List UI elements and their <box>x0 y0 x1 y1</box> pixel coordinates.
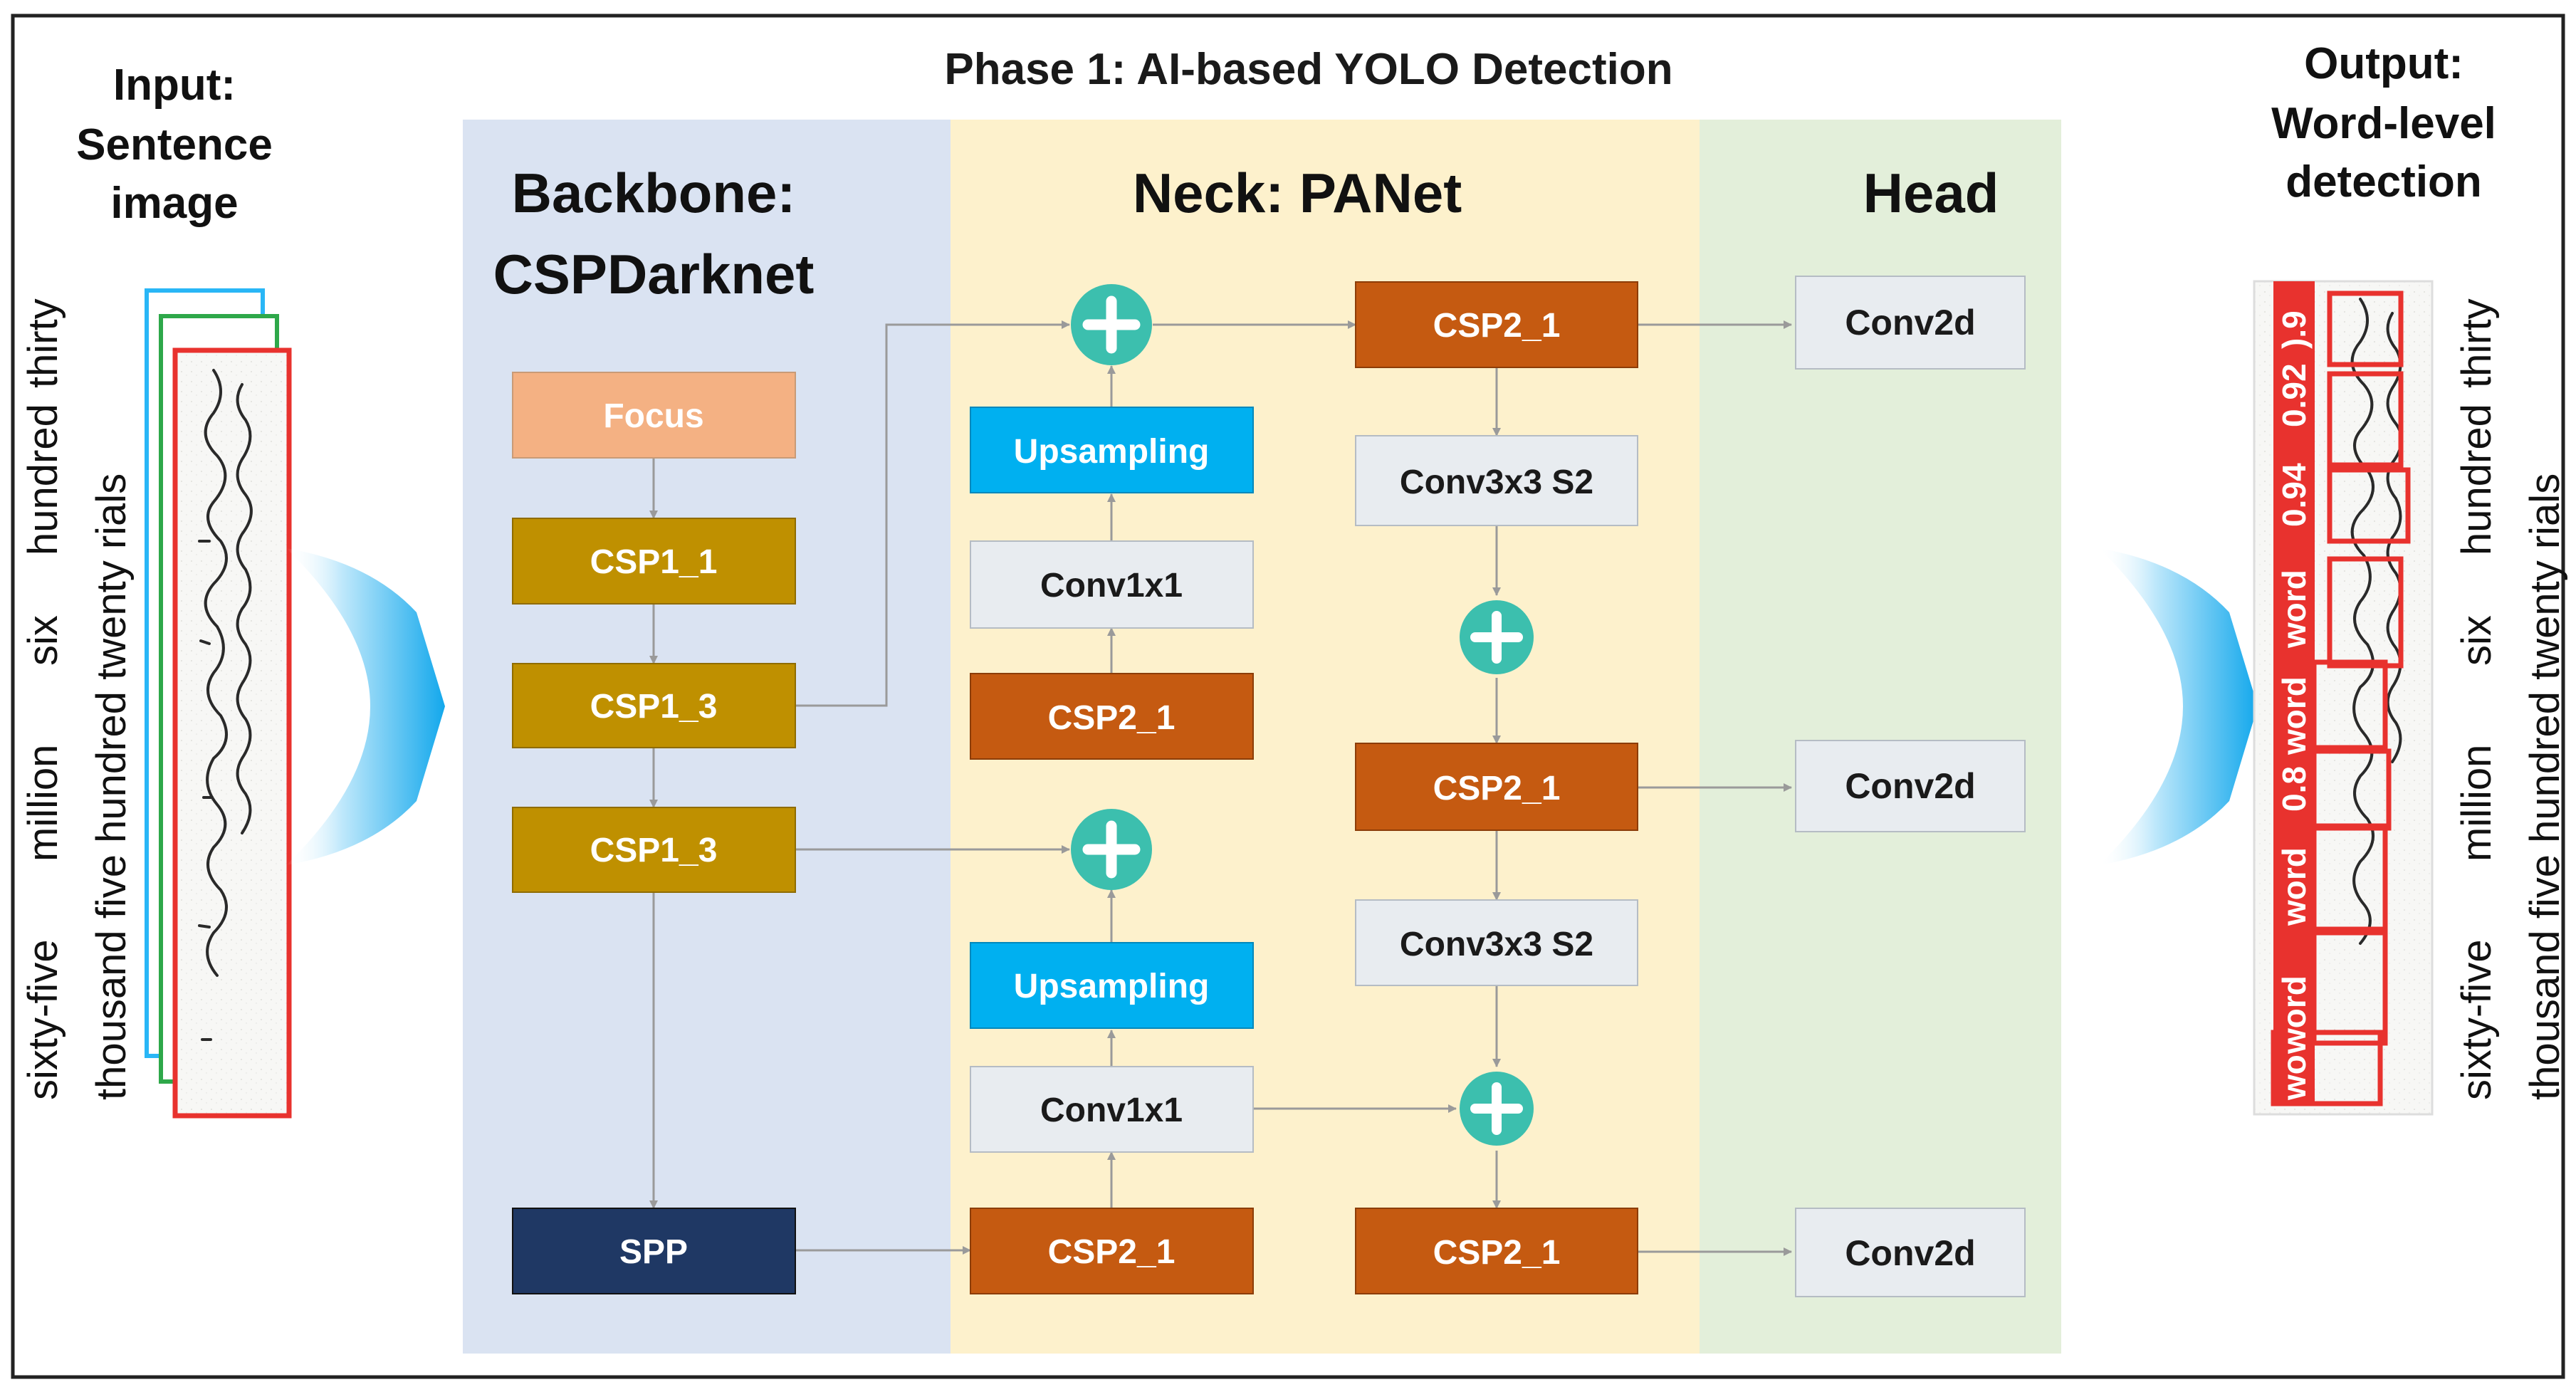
conv2d-label-top: Conv2d <box>1845 303 1975 342</box>
conv2d-block-middle: Conv2d <box>1795 740 2026 832</box>
csp2-1-label-pan-bottom: CSP2_1 <box>1433 1234 1561 1272</box>
input-word-million: million <box>20 745 66 862</box>
head-heading: Head <box>1863 162 1999 224</box>
neck-heading: Neck: PANet <box>1133 162 1462 224</box>
input-flow-arrow <box>286 548 445 865</box>
output-label-line2: Word-level <box>2271 99 2496 148</box>
output-word-thirty: thirty <box>2454 298 2500 388</box>
conv1x1-label-bottom: Conv1x1 <box>1040 1092 1183 1129</box>
upsampling-label-top: Upsampling <box>1014 433 1210 471</box>
csp2-1-label-neck-top: CSP2_1 <box>1048 699 1176 737</box>
plus-node-neck-middle <box>1071 809 1152 890</box>
conv2d-block-bottom: Conv2d <box>1795 1208 2026 1297</box>
detection-label-strip <box>2273 281 2315 1104</box>
input-word-thirty: thirty <box>20 298 66 388</box>
output-word-sixty-five: sixty-five <box>2454 939 2500 1100</box>
conv1x1-block-top: Conv1x1 <box>970 540 1254 629</box>
input-word-six: six <box>20 615 66 666</box>
focus-label: Focus <box>603 397 703 435</box>
conv2d-label-bottom: Conv2d <box>1845 1233 1975 1273</box>
output-flow-arrow <box>2099 548 2258 865</box>
detection-label-9: ).9 <box>2276 310 2313 349</box>
csp1-3-block-top: CSP1_3 <box>512 663 796 748</box>
upsampling-block-bottom: Upsampling <box>970 942 1254 1029</box>
connectors <box>649 320 1792 1256</box>
plus-icon <box>1082 295 1141 354</box>
detection-label-7: 0.94 <box>2276 463 2313 527</box>
csp2-1-block-neck-bottom: CSP2_1 <box>970 1208 1254 1294</box>
detection-box <box>2327 291 2404 367</box>
detection-label-4: 0.8 <box>2276 766 2313 812</box>
input-transcript: sixty-five million six hundred thirty th… <box>20 298 135 1100</box>
upsampling-label-bottom: Upsampling <box>1014 968 1210 1005</box>
output-label-line1: Output: <box>2304 39 2464 88</box>
input-word-sixty-five: sixty-five <box>20 939 66 1100</box>
plus-node-pan-top <box>1460 600 1534 674</box>
conv1x1-block-bottom: Conv1x1 <box>970 1066 1254 1153</box>
input-transcript-line2: thousand five hundred twenty rials <box>88 473 135 1100</box>
spp-block: SPP <box>512 1208 796 1294</box>
upsampling-block-top: Upsampling <box>970 407 1254 493</box>
diagram-title: Phase 1: AI-based YOLO Detection <box>944 45 1672 94</box>
output-label-line3: detection <box>2286 157 2482 206</box>
backbone-heading-line2: CSPDarknet <box>493 243 815 305</box>
detection-box <box>2327 556 2404 669</box>
csp1-3-label-bottom: CSP1_3 <box>590 832 718 869</box>
conv3x3-block-top: Conv3x3 S2 <box>1355 435 1638 526</box>
detection-box <box>2327 467 2411 544</box>
csp2-1-label-pan-middle: CSP2_1 <box>1433 770 1561 807</box>
input-label-line3: image <box>110 179 238 228</box>
detection-label-8: 0.92 <box>2276 363 2313 427</box>
csp1-1-label: CSP1_1 <box>590 543 718 581</box>
detection-box <box>2327 371 2404 468</box>
output-word-hundred: hundred <box>2454 404 2500 555</box>
detection-label-2: word <box>2276 975 2313 1055</box>
spp-label: SPP <box>619 1233 688 1271</box>
csp1-3-label-top: CSP1_3 <box>590 688 718 726</box>
plus-node-neck-top <box>1071 284 1152 365</box>
csp2-1-block-pan-top: CSP2_1 <box>1355 281 1638 368</box>
output-word-six: six <box>2454 615 2500 666</box>
backbone-heading-line1: Backbone: <box>512 162 796 224</box>
conv1x1-label-top: Conv1x1 <box>1040 567 1183 605</box>
detection-labels: wo word word 0.8 word word 0.94 0.92 ).9 <box>2273 281 2315 1104</box>
csp2-1-block-pan-bottom: CSP2_1 <box>1355 1208 1638 1294</box>
detection-label-1: wo <box>2276 1055 2313 1101</box>
plus-icon <box>1470 1082 1523 1135</box>
plus-node-pan-bottom <box>1460 1072 1534 1146</box>
input-image-front <box>172 347 292 1119</box>
conv2d-block-top: Conv2d <box>1795 276 2026 370</box>
output-word-million: million <box>2454 745 2500 862</box>
input-word-hundred: hundred <box>20 404 66 555</box>
conv3x3-label-top: Conv3x3 S2 <box>1400 464 1593 501</box>
plus-icon <box>1470 611 1523 664</box>
input-handwriting <box>198 369 253 1041</box>
detection-label-3: word <box>2276 847 2313 926</box>
detection-label-6: word <box>2276 570 2313 649</box>
csp1-1-block: CSP1_1 <box>512 518 796 605</box>
csp2-1-label-neck-bottom: CSP2_1 <box>1048 1233 1176 1271</box>
input-label-line2: Sentence <box>76 120 273 169</box>
input-label-line1: Input: <box>113 61 236 110</box>
focus-block: Focus <box>512 372 796 459</box>
output-transcript-line2: thousand five hundred twenty rials <box>2522 473 2568 1100</box>
conv3x3-block-bottom: Conv3x3 S2 <box>1355 899 1638 986</box>
conv2d-label-middle: Conv2d <box>1845 766 1975 806</box>
output-handwriting <box>2350 298 2403 945</box>
plus-icon <box>1082 820 1141 879</box>
detection-label-5: word <box>2276 676 2313 755</box>
output-transcript: sixty-five million six hundred thirty th… <box>2454 298 2568 1100</box>
csp2-1-block-pan-middle: CSP2_1 <box>1355 743 1638 831</box>
csp2-1-block-neck-top: CSP2_1 <box>970 673 1254 760</box>
csp2-1-label-pan-top: CSP2_1 <box>1433 307 1561 345</box>
conv3x3-label-bottom: Conv3x3 S2 <box>1400 926 1593 963</box>
csp1-3-block-bottom: CSP1_3 <box>512 807 796 893</box>
